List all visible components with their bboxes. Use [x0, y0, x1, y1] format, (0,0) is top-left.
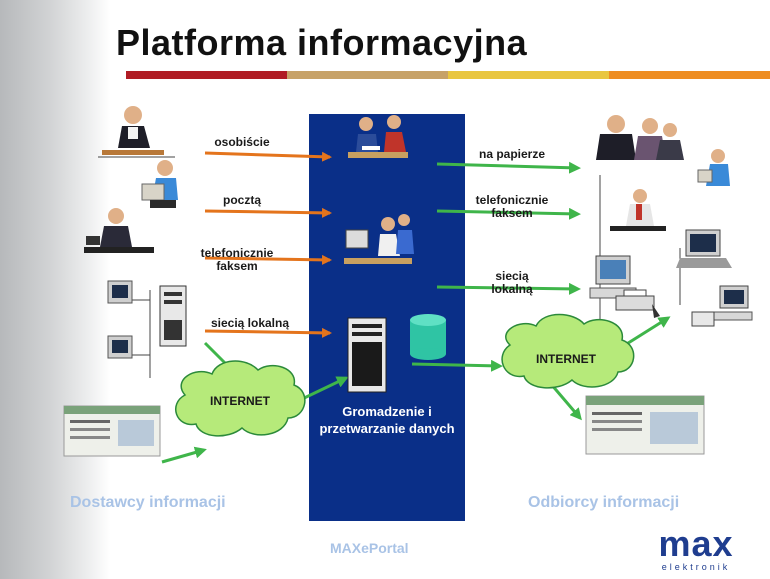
- footer-product-name: MAXePortal: [330, 540, 409, 556]
- center-process-label: Gromadzenie i przetwarzanie danych: [319, 404, 455, 436]
- stripe-tan: [287, 71, 448, 79]
- arrow-out-2: [436, 207, 581, 220]
- arrow-out-1: [436, 161, 581, 174]
- mail-courier-icon: [697, 149, 730, 186]
- title-underline-stripes: [126, 71, 770, 79]
- output-arrows: [161, 161, 671, 464]
- business-people-icon: [596, 115, 684, 160]
- cloud-right-label: INTERNET: [536, 352, 597, 366]
- arrow-srv-cloud: [411, 359, 503, 372]
- arrow-cloud-out: [624, 316, 671, 347]
- server-rack-icon: [159, 285, 187, 347]
- computer-terminal-icon: [107, 280, 133, 359]
- web-page-screenshot-icon: [585, 395, 705, 455]
- background-photo: [0, 0, 110, 579]
- input-label-phone: telefonicznie faksem: [200, 246, 274, 273]
- arrow-web-cloud: [161, 446, 207, 464]
- logo-sub-text: elektronik: [661, 562, 731, 572]
- arrow-in-2: [204, 207, 332, 218]
- receivers-label: Odbiorcy informacji: [528, 494, 680, 511]
- logo-main-text: max: [658, 523, 734, 564]
- arrow-in-4: [204, 327, 332, 338]
- input-label-lan: siecią lokalną: [210, 316, 290, 330]
- company-logo: max elektronik: [636, 526, 756, 576]
- arrow-cloud-srv: [299, 376, 349, 402]
- computer-terminal-icon: [589, 255, 753, 321]
- web-page-screenshot-icon: [63, 405, 161, 457]
- stripe-orange: [609, 71, 770, 79]
- providers-label: Dostawcy informacji: [70, 494, 226, 511]
- person-on-phone-icon: [610, 189, 666, 231]
- meeting-people-icon: [348, 115, 408, 158]
- mail-courier-icon: [141, 160, 178, 208]
- person-at-desk-icon: [102, 106, 164, 155]
- printer-icon: [615, 289, 715, 327]
- internet-cloud-right: INTERNET: [501, 313, 635, 389]
- output-label-paper: na papierze: [478, 147, 546, 161]
- input-label-personal: osobiście: [214, 135, 270, 149]
- output-label-lan: siecią lokalną: [491, 269, 533, 296]
- laptop-icon: [676, 229, 732, 268]
- stripe-yellow: [448, 71, 609, 79]
- server-tower-icon: [347, 317, 387, 393]
- arrow-out-3: [436, 282, 581, 295]
- arrow-in-1: [204, 151, 332, 162]
- arrow-in-3: [204, 254, 332, 265]
- internet-cloud-left: INTERNET: [175, 360, 306, 437]
- stripe-red: [126, 71, 287, 79]
- slide-title: Platforma informacyjna: [116, 22, 528, 63]
- input-arrows: [204, 151, 332, 338]
- output-label-phone: telefonicznie faksem: [475, 193, 549, 220]
- office-workers-icon: [344, 214, 414, 264]
- input-label-mail: pocztą: [222, 193, 261, 207]
- person-on-phone-icon: [84, 208, 154, 253]
- database-cylinder-icon: [410, 314, 446, 360]
- connector-lines: [98, 156, 681, 378]
- cloud-left-label: INTERNET: [210, 394, 271, 408]
